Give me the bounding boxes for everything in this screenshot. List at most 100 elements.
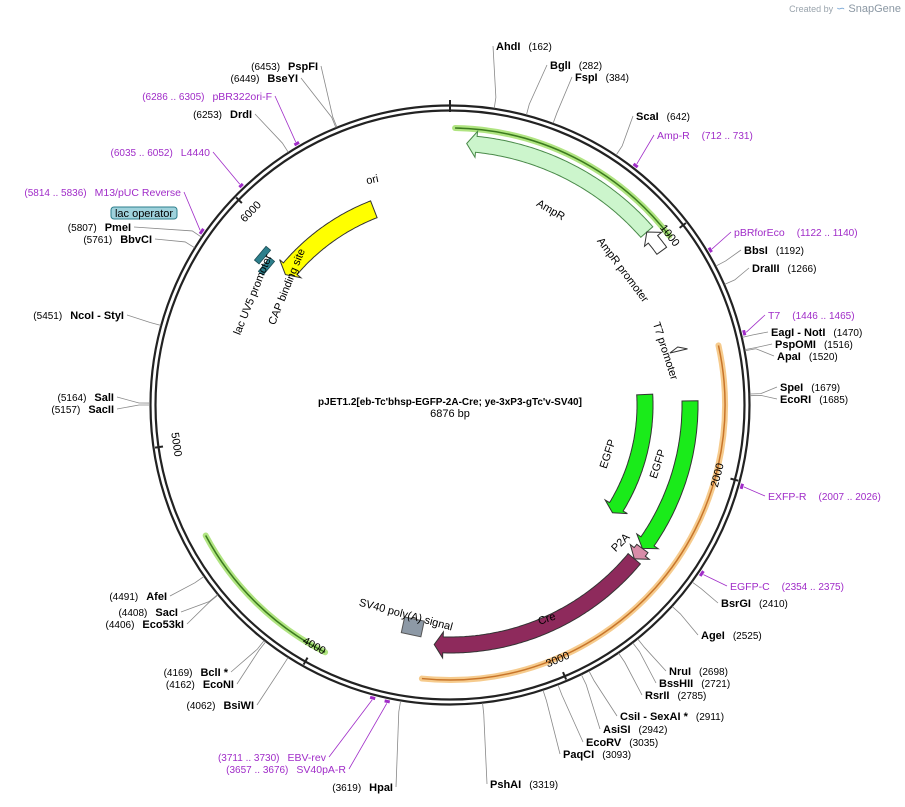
site-csii-sexai[interactable]: CsiI - SexAI *(2911) bbox=[588, 670, 724, 723]
site-bcli[interactable]: (4169)BclI * bbox=[164, 640, 265, 679]
site-eagi-noti[interactable]: EagI - NotI(1470) bbox=[742, 327, 862, 339]
primer-bar bbox=[198, 227, 205, 235]
primer-ebv-rev[interactable]: (3711 .. 3730)EBV-rev bbox=[218, 695, 376, 764]
site-bbvci[interactable]: (5761)BbvCI bbox=[83, 234, 195, 249]
feature-label-ampr-promoter: AmpR promoter bbox=[594, 236, 651, 305]
site-sali[interactable]: (5164)SalI bbox=[58, 392, 151, 404]
site-bseyi[interactable]: (6449)BseYI bbox=[231, 73, 337, 128]
site-leader bbox=[126, 314, 161, 326]
site-bbsi[interactable]: BbsI(1192) bbox=[715, 245, 804, 267]
site-pmei[interactable]: (5807)PmeI bbox=[68, 222, 202, 238]
site-drdi[interactable]: (6253)DrdI bbox=[193, 109, 289, 153]
site-ahdi[interactable]: AhdI(162) bbox=[492, 41, 552, 109]
site-label: EcoRV(3035) bbox=[586, 737, 658, 749]
site-leader bbox=[552, 76, 573, 124]
site-leader bbox=[154, 238, 195, 249]
site-name: ApaI bbox=[777, 351, 801, 363]
site-pspomi[interactable]: PspOMI(1516) bbox=[744, 339, 853, 351]
site-fspi[interactable]: FspI(384) bbox=[552, 72, 629, 124]
highlight-orange-arc bbox=[418, 342, 728, 683]
primer-exfp-r[interactable]: EXFP-R (2007 .. 2026) bbox=[739, 483, 881, 503]
site-leader bbox=[588, 670, 618, 717]
site-bsrgi[interactable]: BsrGI(2410) bbox=[691, 581, 788, 610]
site-name: HpaI bbox=[369, 782, 393, 794]
primer-m13-puc-reverse[interactable]: (5814 .. 5836)M13/pUC Reverse bbox=[24, 187, 205, 235]
site-ecori[interactable]: EcoRI(1685) bbox=[749, 394, 848, 406]
site-eco53ki[interactable]: (4406)Eco53kI bbox=[106, 594, 219, 631]
site-name: DrdI bbox=[230, 109, 252, 121]
site-leader bbox=[618, 652, 643, 696]
primer-bar bbox=[632, 162, 639, 169]
site-asisi[interactable]: AsiSI(2942) bbox=[581, 674, 667, 736]
feature-lac-operator: lac operator bbox=[110, 206, 178, 220]
site-name: SpeI bbox=[780, 382, 803, 394]
site-position: (4491) bbox=[109, 592, 138, 603]
site-draiii[interactable]: DraIII(1266) bbox=[724, 263, 817, 285]
site-position: (2698) bbox=[699, 667, 728, 678]
site-leader bbox=[557, 684, 584, 743]
primer-egfp-c[interactable]: EGFP-C(2354 .. 2375) bbox=[698, 570, 844, 593]
site-leader bbox=[492, 45, 497, 109]
site-name: FspI bbox=[575, 72, 598, 84]
site-leader bbox=[230, 640, 265, 673]
site-name: PshAI bbox=[490, 779, 521, 791]
site-position: (5807) bbox=[68, 223, 97, 234]
primer-pbr322ori-f[interactable]: (6286 .. 6305)pBR322ori-F bbox=[142, 91, 300, 147]
site-bsshii[interactable]: BssHII(2721) bbox=[632, 642, 730, 690]
site-name: BbvCI bbox=[120, 234, 152, 246]
site-apai[interactable]: ApaI(1520) bbox=[744, 348, 838, 363]
feature-label-lac-uv5-promoter: lac UV5 promoter bbox=[232, 253, 275, 337]
plasmid-name: pJET1.2[eb-Tc'bhsp-EGFP-2A-Cre; ye-3xP3-… bbox=[318, 397, 582, 408]
site-name: AgeI bbox=[701, 630, 725, 642]
feature-lac-uv5-promoter bbox=[257, 256, 276, 276]
site-sacii[interactable]: (5157)SacII bbox=[51, 404, 150, 416]
site-position: (4162) bbox=[166, 680, 195, 691]
primer-leader bbox=[212, 151, 241, 185]
site-position: (3619) bbox=[332, 783, 361, 794]
primer-bar bbox=[384, 699, 391, 704]
site-leader bbox=[615, 115, 634, 156]
site-position: (3093) bbox=[602, 750, 631, 761]
primer-t7[interactable]: T7(1446 .. 1465) bbox=[742, 310, 855, 336]
site-hpai[interactable]: (3619) HpaI bbox=[332, 700, 402, 794]
primer-name: EXFP-R bbox=[768, 491, 807, 503]
site-pspfi[interactable]: (6453)PspFI bbox=[251, 61, 338, 128]
site-name: BglI bbox=[550, 60, 571, 72]
site-afei[interactable]: (4491)AfeI bbox=[109, 576, 205, 603]
primer-bar bbox=[698, 570, 705, 577]
snapgene-credit: Created by ∽ SnapGene bbox=[789, 2, 901, 16]
primer-amp-r[interactable]: Amp-R(712 .. 731) bbox=[632, 130, 753, 169]
site-ncoi-styi[interactable]: (5451)NcoI - StyI bbox=[33, 310, 161, 326]
site-paqci[interactable]: PaqCI(3093) bbox=[542, 690, 631, 761]
site-saci[interactable]: (4408)SacI bbox=[118, 594, 218, 619]
site-econi[interactable]: (4162)EcoNI bbox=[166, 641, 267, 691]
site-scai[interactable]: ScaI(642) bbox=[615, 111, 690, 156]
site-name: SacI bbox=[155, 607, 178, 619]
primer-sv40pa-r[interactable]: (3657 .. 3676)SV40pA-R bbox=[226, 699, 391, 776]
primer-name: L4440 bbox=[181, 147, 210, 159]
highlight-orange-arc-core bbox=[421, 345, 726, 681]
site-position: (2410) bbox=[759, 599, 788, 610]
site-leader bbox=[526, 64, 548, 116]
site-spei[interactable]: SpeI(1679) bbox=[749, 382, 840, 395]
site-label: (6449)BseYI bbox=[231, 73, 298, 85]
site-ecorv[interactable]: EcoRV(3035) bbox=[557, 684, 658, 749]
feature-ampr-promoter bbox=[643, 231, 668, 255]
primer-range: (1122 .. 1140) bbox=[797, 228, 858, 239]
site-nrui[interactable]: NruI (2698) bbox=[637, 638, 728, 678]
site-name: DraIII bbox=[752, 263, 780, 275]
site-name: NruI bbox=[669, 666, 691, 678]
site-label: BglI(282) bbox=[550, 60, 602, 72]
site-bsiwi[interactable]: (4062)BsiWI bbox=[187, 657, 289, 712]
site-leader bbox=[180, 594, 218, 613]
site-pshai[interactable]: PshAI(3319) bbox=[482, 703, 559, 791]
site-bgli[interactable]: BglI(282) bbox=[526, 60, 602, 116]
site-label: ApaI(1520) bbox=[777, 351, 838, 363]
primer-l4440[interactable]: (6035 .. 6052)L4440 bbox=[111, 147, 244, 189]
site-rsrii[interactable]: RsrII(2785) bbox=[618, 652, 707, 702]
site-agei[interactable]: AgeI(2525) bbox=[671, 606, 762, 642]
primer-range: (2007 .. 2026) bbox=[819, 492, 881, 503]
snapgene-brand: SnapGene bbox=[848, 2, 901, 15]
site-label: PaqCI(3093) bbox=[563, 749, 631, 761]
primer-pbrforeco[interactable]: pBRforEco(1122 .. 1140) bbox=[707, 227, 858, 253]
